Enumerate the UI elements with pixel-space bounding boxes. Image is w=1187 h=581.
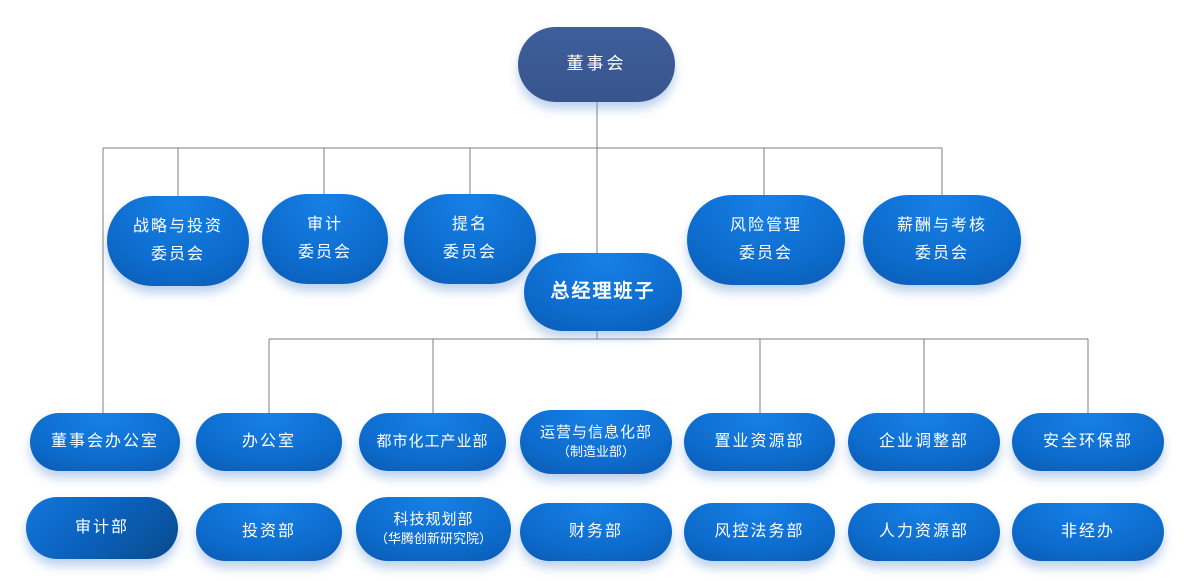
committee-label-line1: 审计	[306, 216, 343, 233]
committee-risk-management: 风险管理 委员会	[687, 195, 845, 285]
dept-non-operating-office: 非经办	[1012, 503, 1164, 561]
dept-label: 非经办	[1060, 522, 1115, 540]
dept-label: 人力资源部	[878, 522, 969, 540]
dept-enterprise-adjustment: 企业调整部	[848, 413, 1000, 471]
committee-label-line2: 委员会	[738, 245, 793, 262]
committee-label-line1: 风险管理	[729, 217, 802, 234]
committee-compensation-assessment: 薪酬与考核 委员会	[863, 195, 1021, 285]
committee-audit: 审计 委员会	[262, 194, 388, 284]
dept-label: 运营与信息化部	[539, 424, 652, 442]
dept-investment: 投资部	[196, 503, 342, 561]
dept-risk-control-legal: 风控法务部	[684, 503, 835, 561]
dept-label: 审计部	[74, 518, 129, 536]
dept-label: 办公室	[241, 432, 296, 450]
dept-audit: 审计部	[26, 497, 178, 559]
node-board-of-directors: 董事会	[518, 27, 675, 102]
committee-nomination: 提名 委员会	[404, 194, 536, 284]
dept-office: 办公室	[196, 413, 342, 471]
dept-label: 财务部	[568, 522, 623, 540]
dept-label: 董事会办公室	[50, 432, 159, 450]
committee-label-line1: 提名	[451, 216, 488, 233]
dept-label: 科技规划部	[393, 511, 474, 529]
node-label: 董事会	[566, 54, 627, 74]
dept-finance: 财务部	[520, 503, 672, 561]
dept-sublabel: （制造业部）	[556, 444, 635, 460]
dept-safety-environment: 安全环保部	[1012, 413, 1164, 471]
committee-label-line2: 委员会	[914, 245, 969, 262]
committee-label-line2: 委员会	[150, 246, 205, 263]
dept-label: 企业调整部	[878, 432, 969, 450]
dept-label: 安全环保部	[1042, 432, 1133, 450]
committee-label-line1: 战略与投资	[132, 218, 223, 235]
dept-urban-chemical-industry: 都市化工产业部	[359, 413, 506, 471]
dept-label: 风控法务部	[714, 522, 805, 540]
dept-tech-planning: 科技规划部 （华腾创新研究院）	[356, 497, 511, 561]
dept-realestate-resources: 置业资源部	[684, 413, 835, 471]
dept-label: 投资部	[241, 522, 296, 540]
committee-label-line2: 委员会	[297, 244, 352, 261]
committee-label-line2: 委员会	[442, 244, 497, 261]
dept-human-resources: 人力资源部	[848, 503, 1000, 561]
dept-sublabel: （华腾创新研究院）	[374, 531, 492, 547]
dept-label: 置业资源部	[714, 432, 805, 450]
committee-strategy-investment: 战略与投资 委员会	[107, 196, 249, 286]
dept-label: 都市化工产业部	[376, 433, 489, 451]
dept-operations-informatization: 运营与信息化部 （制造业部）	[520, 410, 672, 474]
dept-board-office: 董事会办公室	[30, 413, 180, 471]
connector-path	[102, 102, 1089, 413]
committee-label-line1: 薪酬与考核	[896, 217, 987, 234]
node-general-manager-team: 总经理班子	[524, 253, 682, 331]
node-label: 总经理班子	[550, 281, 656, 303]
